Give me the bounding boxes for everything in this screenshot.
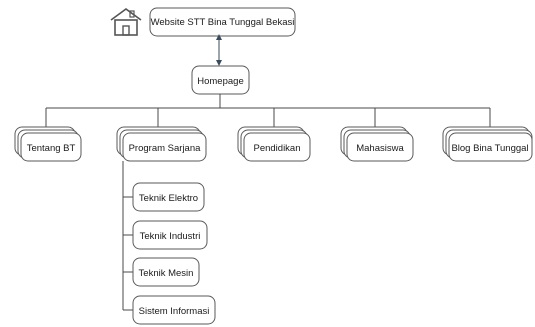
section-label: Pendidikan bbox=[253, 143, 300, 154]
child-teknik-elektro: Teknik Elektro bbox=[132, 182, 205, 212]
child-sistem-informasi: Sistem Informasi bbox=[132, 295, 216, 325]
child-label: Teknik Elektro bbox=[139, 193, 198, 204]
root-label: Website STT Bina Tunggal Bekasi bbox=[151, 17, 295, 28]
homepage-node: Homepage bbox=[191, 65, 250, 95]
child-teknik-mesin: Teknik Mesin bbox=[132, 257, 200, 287]
section-program-sarjana: Program Sarjana bbox=[116, 126, 207, 162]
homepage-label: Homepage bbox=[197, 76, 243, 87]
child-label: Teknik Industri bbox=[140, 231, 201, 242]
section-label: Tentang BT bbox=[27, 143, 76, 154]
section-label: Mahasiswa bbox=[356, 143, 404, 154]
child-label: Teknik Mesin bbox=[139, 268, 194, 279]
home-icon bbox=[110, 8, 142, 36]
section-pendidikan: Pendidikan bbox=[237, 126, 311, 162]
child-teknik-industri: Teknik Industri bbox=[132, 220, 208, 250]
root-node: Website STT Bina Tunggal Bekasi bbox=[149, 7, 296, 37]
section-label: Blog Bina Tunggal bbox=[451, 143, 528, 154]
section-mahasiswa: Mahasiswa bbox=[340, 126, 414, 162]
section-tentang-bt: Tentang BT bbox=[14, 126, 82, 162]
section-blog-bina-tunggal: Blog Bina Tunggal bbox=[442, 126, 533, 162]
section-label: Program Sarjana bbox=[129, 143, 202, 154]
child-label: Sistem Informasi bbox=[139, 306, 210, 317]
